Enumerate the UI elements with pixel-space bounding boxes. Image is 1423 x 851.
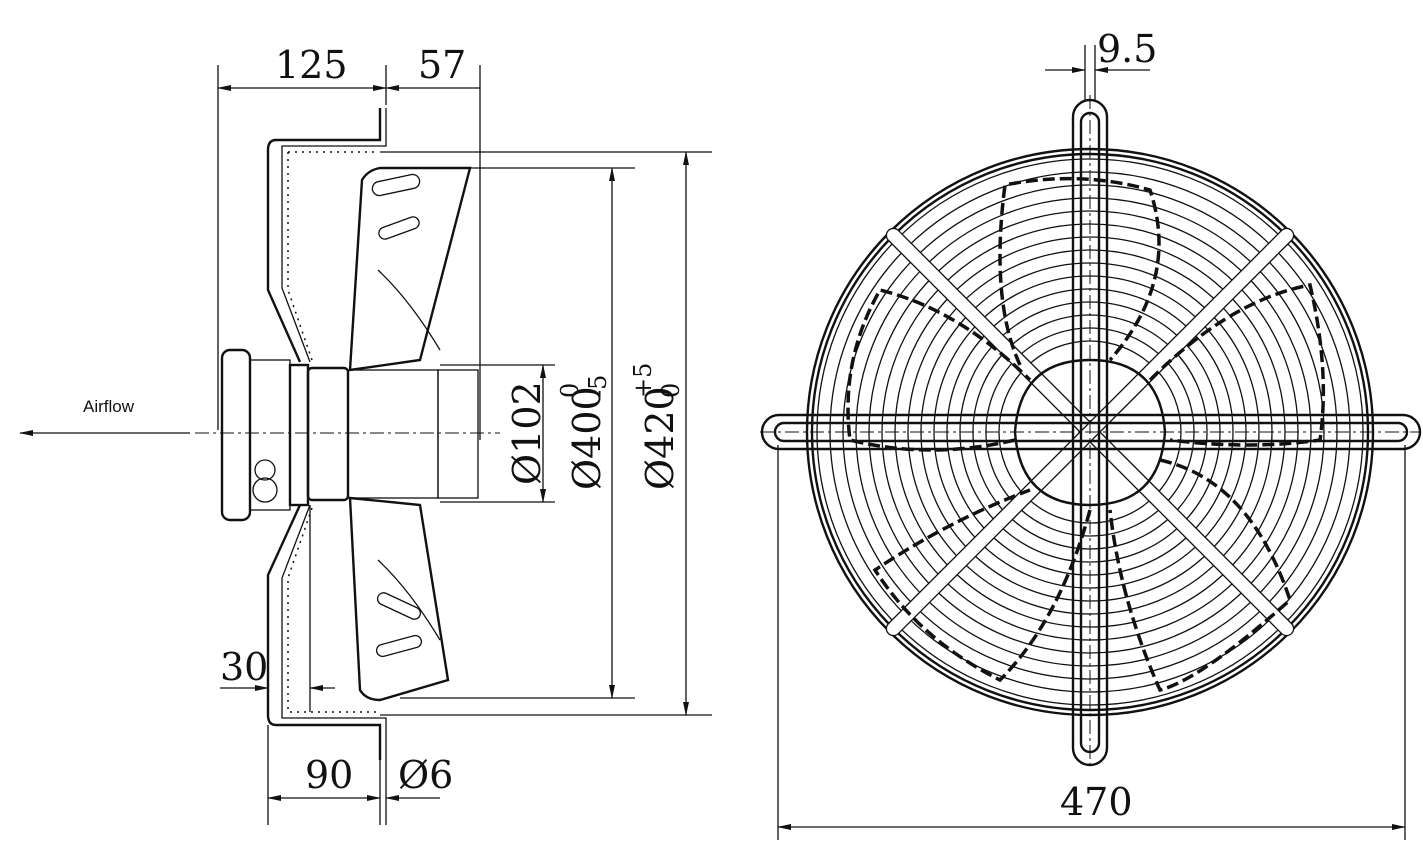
dim-d6: Ø6 — [398, 753, 453, 797]
side-view: Airflow 125 57 — [19, 43, 712, 825]
front-view: 9.5 470 — [760, 27, 1422, 840]
fan-blade-top — [348, 166, 472, 372]
motor-body — [306, 366, 350, 502]
dim-d102: Ø102 — [505, 381, 549, 485]
dim-d400-lower-tol: -5 — [584, 375, 612, 398]
dim-470: 470 — [1060, 780, 1133, 824]
dim-d420: Ø420 — [638, 386, 682, 490]
dim-d400-upper-tol: 0 — [556, 383, 584, 398]
dim-30: 30 — [220, 645, 268, 689]
guard-profile — [266, 108, 382, 760]
dim-d420-lower-tol: 0 — [657, 383, 685, 398]
airflow-label: Airflow — [83, 397, 135, 416]
dim-90: 90 — [305, 753, 353, 797]
dim-125: 125 — [275, 43, 348, 87]
dim-d420-upper-tol: +5 — [629, 363, 657, 398]
dim-9-5: 9.5 — [1097, 27, 1157, 71]
dim-d400: Ø400 — [565, 386, 609, 490]
dim-57: 57 — [418, 43, 466, 87]
fan-blade-bottom — [348, 496, 450, 702]
motor-cap — [220, 348, 252, 522]
